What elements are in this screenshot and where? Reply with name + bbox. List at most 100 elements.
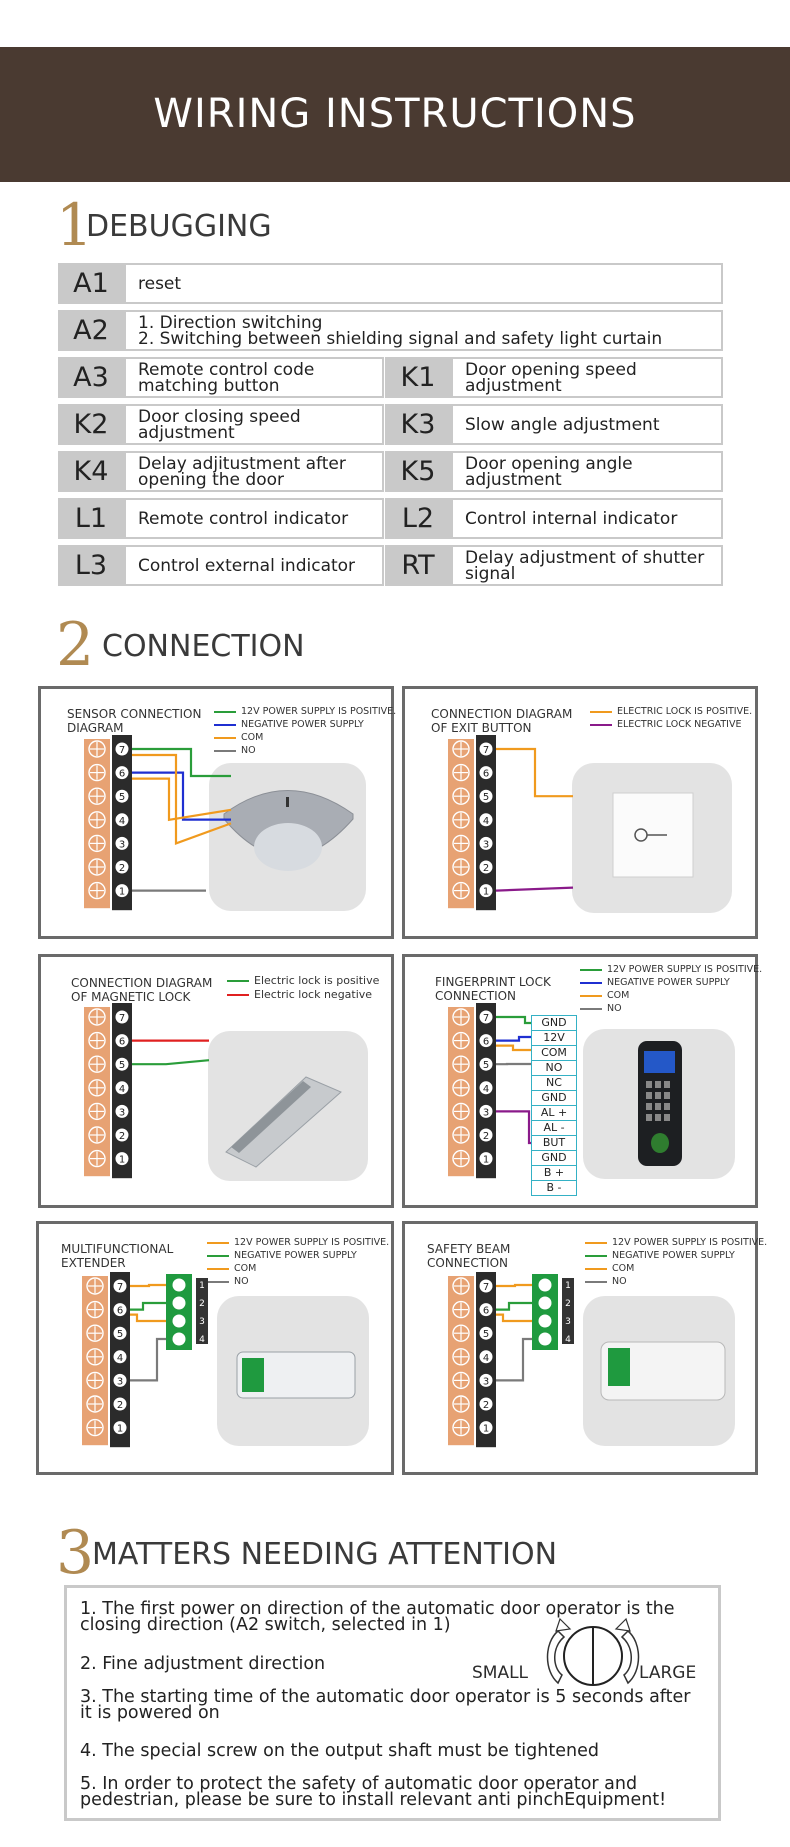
legend-swatch — [580, 981, 602, 984]
debug-description: Control external indicator — [124, 545, 384, 586]
wire-orange — [132, 777, 232, 822]
terminal-number-circle — [115, 1034, 129, 1048]
signal-label: COM — [531, 1045, 577, 1061]
module-number: 2 — [199, 1299, 205, 1309]
wire-orange — [496, 1044, 531, 1052]
signal-label: GND — [531, 1015, 577, 1031]
reader-key — [655, 1081, 661, 1088]
legend-label: NO — [612, 1276, 627, 1287]
safety-beam-module-icon — [600, 1341, 726, 1401]
legend-label: 12V POWER SUPPLY IS POSITIVE. — [612, 1237, 768, 1248]
signal-label: GND — [531, 1150, 577, 1166]
attention-item-4: 4. The special screw on the output shaft… — [80, 1741, 599, 1761]
terminal-screw — [452, 811, 470, 829]
terminal-number: 5 — [119, 792, 125, 803]
panel-title-line: DIAGRAM — [67, 721, 124, 735]
legend-label: NEGATIVE POWER SUPPLY — [607, 977, 730, 988]
wire-orange — [132, 753, 232, 845]
terminal-screw — [88, 1055, 106, 1073]
terminal-number-circle — [115, 836, 129, 850]
debug-code: A1 — [58, 263, 124, 304]
debug-code: RT — [385, 545, 451, 586]
extender-module-icon — [236, 1351, 356, 1399]
debug-code: L1 — [58, 498, 124, 539]
debug-description-line: signal — [465, 563, 516, 584]
terminal-number: 7 — [117, 1282, 123, 1293]
terminal-number-circle — [115, 1152, 129, 1166]
terminal-number-circle — [115, 1104, 129, 1118]
terminal-screw — [88, 881, 106, 900]
module-screw — [538, 1314, 552, 1328]
attention-item-5: 5. In order to protect the safety of aut… — [80, 1774, 667, 1810]
panel-title-line: CONNECTION — [435, 989, 517, 1003]
debug-description-line: adjustment — [465, 469, 562, 490]
legend-entry: 12V POWER SUPPLY IS POSITIVE. — [207, 1236, 389, 1249]
terminal-number-circle — [113, 1279, 127, 1293]
module-screw — [538, 1278, 552, 1292]
terminal-number: 3 — [119, 1107, 125, 1118]
reader-key — [664, 1103, 670, 1110]
module-terminal — [242, 1358, 264, 1392]
legend-entry: NO — [585, 1275, 767, 1288]
terminal-number: 3 — [483, 839, 489, 850]
legend-swatch — [214, 710, 236, 713]
terminal-number: 4 — [119, 1084, 125, 1095]
legend-swatch — [207, 1280, 229, 1283]
terminal-number-circle — [479, 1303, 493, 1317]
legend-label: NEGATIVE POWER SUPPLY — [612, 1250, 735, 1261]
terminal-number: 5 — [483, 1329, 489, 1340]
debug-code: K3 — [385, 404, 451, 445]
terminal-screw — [452, 787, 470, 805]
terminal-number-circle — [115, 742, 129, 756]
panel-title-line: SAFETY BEAM — [427, 1242, 511, 1256]
debug-description-line: adjustment — [138, 422, 235, 443]
terminal-number-circle — [479, 1128, 493, 1142]
panel-legend: ELECTRIC LOCK IS POSITIVE.ELECTRIC LOCK … — [590, 705, 752, 731]
legend-entry: NO — [214, 744, 396, 757]
terminal-screw — [88, 740, 106, 758]
terminal-number-circle — [479, 860, 493, 874]
terminal-number: 6 — [117, 1306, 123, 1317]
legend-entry: NO — [580, 1002, 762, 1015]
terminal-number-circle — [479, 813, 493, 827]
terminal-number: 3 — [483, 1107, 489, 1118]
terminal-number: 4 — [117, 1353, 123, 1364]
terminal-number: 1 — [119, 1155, 125, 1166]
section-title: MATTERS NEEDING ATTENTION — [92, 1537, 558, 1572]
terminal-screw — [88, 763, 106, 782]
wire-green — [130, 1301, 166, 1311]
terminal-number-circle — [479, 1081, 493, 1095]
terminal-number-circle — [479, 1057, 493, 1071]
terminal-screw — [452, 1395, 470, 1413]
debug-description-line: matching button — [138, 375, 280, 396]
legend-entry: COM — [580, 989, 762, 1002]
terminal-number: 6 — [483, 769, 489, 780]
terminal-number-circle — [113, 1373, 127, 1387]
terminal-number-circle — [113, 1326, 127, 1340]
legend-swatch — [214, 736, 236, 739]
terminal-screw — [88, 1126, 106, 1144]
wire-orange — [496, 1283, 532, 1288]
legend-label: 12V POWER SUPPLY IS POSITIVE. — [241, 706, 397, 717]
terminal-screw — [452, 1102, 470, 1121]
wire-green — [132, 1059, 210, 1066]
terminal-number: 2 — [483, 1131, 489, 1142]
terminal-screw — [86, 1277, 104, 1295]
terminal-number: 5 — [483, 1060, 489, 1071]
wire-green — [496, 1015, 531, 1025]
legend-label: NO — [241, 745, 256, 756]
module-screw — [172, 1278, 186, 1292]
terminal-number: 4 — [483, 816, 489, 827]
